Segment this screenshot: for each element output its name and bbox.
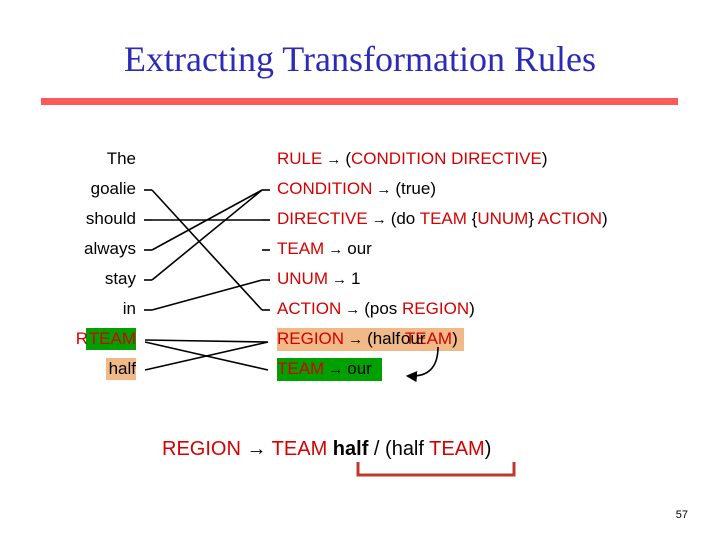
edge-stay-condition	[151, 189, 263, 281]
text-part: (	[345, 149, 352, 168]
edge-team-region	[144, 339, 269, 343]
rule-6-rhs-part: )	[469, 299, 475, 318]
bottom-separator: / (half	[368, 438, 430, 460]
rule-5-rhs: 1	[351, 269, 361, 288]
curved-arrow	[405, 346, 439, 383]
rule-arrow: →	[326, 151, 342, 168]
rule-arrow: →	[328, 241, 344, 258]
rule-arrow: →	[371, 211, 387, 228]
rule-8-lhs: TEAM	[277, 359, 325, 378]
rule-3-rhs-part: }	[528, 209, 538, 228]
sentence-word-stay: stay	[104, 269, 136, 288]
rule-3-rhs-action: ACTION	[537, 209, 603, 228]
rule-arrow: →	[345, 301, 361, 318]
rule-arrow: →	[348, 331, 364, 348]
rule-6-rhs-region: REGION	[402, 299, 470, 318]
rule-3-rhs-part: {	[466, 209, 478, 228]
sentence-word-always: always	[84, 239, 136, 258]
rule-8: TEAM→our	[277, 358, 382, 381]
rule-3: DIRECTIVE→(do TEAM {UNUM} ACTION)	[277, 208, 608, 231]
sentence-word-goalie: goalie	[90, 179, 136, 198]
rule-1-rhs: (CONDITION DIRECTIVE)	[345, 149, 547, 168]
nonterminal: CONDITION	[351, 149, 447, 168]
transformed-rule: REGION → TEAM half / (half TEAM)	[162, 438, 491, 461]
bottom-team: TEAM	[271, 438, 328, 460]
edge-in-unum	[151, 279, 263, 311]
rule-2-lhs: CONDITION	[277, 179, 373, 198]
bottom-team-2: TEAM	[429, 438, 485, 460]
swap-bracket	[356, 462, 516, 477]
rule-5: UNUM→1	[277, 268, 360, 291]
rule-7-rhs-part: )	[452, 329, 458, 348]
rule-3-lhs: DIRECTIVE	[277, 209, 368, 228]
rule-4-rhs: our	[347, 239, 372, 258]
rule-arrow: →	[332, 271, 347, 288]
rule-6-rhs-part: (pos	[364, 299, 403, 318]
rule-4-lhs: TEAM	[277, 239, 325, 258]
rule-7-rhs-team: TEAM	[404, 329, 453, 348]
rule-7-overlay-our: our	[400, 329, 426, 348]
page-number: 57	[675, 509, 688, 521]
rule-8-rhs: our	[347, 359, 372, 378]
bottom-arrow: →	[246, 438, 267, 460]
bottom-close: )	[484, 438, 492, 460]
rule-7-rhs-part: (half	[367, 329, 405, 348]
rule-6-lhs: ACTION	[277, 299, 342, 318]
rule-3-rhs-team: TEAM	[419, 209, 467, 228]
rule-3-rhs-part: (do	[390, 209, 420, 228]
rule-3-rhs-unum: UNUM	[477, 209, 529, 228]
sentence-word-should: should	[85, 209, 136, 228]
rule-3-rhs-part: )	[602, 209, 608, 228]
rule-5-lhs: UNUM	[277, 269, 328, 288]
rule-4: TEAM→our	[277, 238, 372, 261]
edge-half-region	[144, 341, 269, 371]
rule-arrow: →	[328, 361, 344, 378]
edge-goalie-action	[151, 189, 263, 311]
slide-title: Extracting Transformation Rules	[124, 39, 596, 79]
rule-1-lhs: RULE	[277, 149, 323, 168]
rule-7-lhs: REGION	[277, 329, 345, 348]
rule-2-rhs: (true)	[395, 179, 437, 198]
sentence-word-in: in	[122, 299, 136, 318]
sentence-word-half: half	[105, 358, 136, 380]
rule-arrow: →	[376, 181, 392, 198]
bottom-lhs: REGION	[162, 438, 241, 460]
rule-1: RULE→(CONDITION DIRECTIVE)	[277, 148, 548, 171]
rule-2: CONDITION→(true)	[277, 178, 436, 201]
sentence-word-the: The	[106, 149, 136, 168]
title-underline	[41, 98, 678, 105]
nonterminal: DIRECTIVE	[451, 149, 542, 168]
text-part: )	[541, 149, 548, 168]
team-word: TEAM	[88, 329, 136, 348]
bottom-half: half	[332, 438, 369, 460]
rule-6: ACTION→(pos REGION)	[277, 298, 475, 321]
overlap-letter: R	[75, 329, 89, 348]
edge-always-condition	[151, 189, 263, 251]
